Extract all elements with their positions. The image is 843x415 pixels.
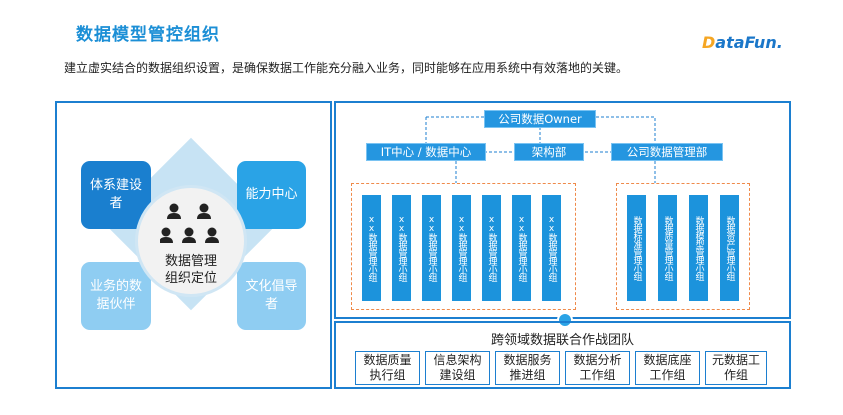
mgmt-group-column: 数据资产管理小组 bbox=[720, 195, 739, 301]
mgmt-group-column: 数据质量管理小组 bbox=[658, 195, 677, 301]
it-group-column: xx数据管理小组 bbox=[452, 195, 471, 301]
team-group-label: 元数据工作组 bbox=[711, 353, 760, 382]
center-label: 数据管理 组织定位 bbox=[150, 253, 232, 287]
owner-box: 公司数据Owner bbox=[484, 110, 596, 128]
team-group-label: 数据服务推进组 bbox=[503, 353, 552, 382]
dept-it-center: IT中心 / 数据中心 bbox=[366, 143, 486, 161]
joint-team-panel bbox=[334, 321, 791, 389]
mgmt-group-column: 数据模型管理小组 bbox=[689, 195, 708, 301]
it-groups-row: xx数据管理小组 xx数据管理小组 xx数据管理小组 xx数据管理小组 xx数据… bbox=[362, 195, 570, 301]
it-group-column: xx数据管理小组 bbox=[512, 195, 531, 301]
team-group-label: 信息架构建设组 bbox=[433, 353, 482, 382]
quadrant-culture-advocate: 文化倡导者 bbox=[237, 262, 306, 330]
team-group-box: 数据分析工作组 bbox=[565, 351, 630, 385]
people-icon bbox=[160, 203, 219, 243]
team-group-box: 数据底座工作组 bbox=[635, 351, 700, 385]
it-groups-container bbox=[351, 183, 576, 310]
center-label-line2: 组织定位 bbox=[164, 271, 217, 286]
owner-label: 公司数据Owner bbox=[498, 112, 582, 126]
team-title: 跨领域数据联合作战团队 bbox=[490, 333, 634, 348]
quadrant-business-partner: 业务的数据伙伴 bbox=[81, 262, 151, 330]
it-group-column: xx数据管理小组 bbox=[422, 195, 441, 301]
team-group-label: 数据分析工作组 bbox=[573, 353, 622, 382]
connector-dot bbox=[557, 312, 573, 328]
datafun-logo: DataFun. bbox=[702, 33, 783, 52]
quadrant-label: 文化倡导者 bbox=[245, 279, 298, 312]
dept-label: IT中心 / 数据中心 bbox=[380, 145, 472, 159]
center-label-line1: 数据管理 bbox=[164, 254, 217, 269]
page-title: 数据模型管控组织 bbox=[76, 25, 220, 45]
logo-d-letter: D bbox=[702, 33, 716, 52]
team-group-label: 数据质量执行组 bbox=[363, 353, 412, 382]
team-group-box: 信息架构建设组 bbox=[425, 351, 490, 385]
dept-data-management: 公司数据管理部 bbox=[611, 143, 723, 161]
mgmt-groups-container bbox=[616, 183, 750, 310]
dept-label: 架构部 bbox=[531, 145, 567, 159]
team-group-label: 数据底座工作组 bbox=[643, 353, 692, 382]
team-group-box: 数据质量执行组 bbox=[355, 351, 420, 385]
dept-label: 公司数据管理部 bbox=[626, 145, 708, 159]
quadrant-label: 业务的数据伙伴 bbox=[89, 279, 142, 312]
dept-architecture: 架构部 bbox=[514, 143, 584, 161]
team-group-box: 元数据工作组 bbox=[705, 351, 767, 385]
logo-text: ataFun. bbox=[715, 33, 783, 52]
org-positioning-panel bbox=[55, 101, 332, 389]
quadrant-label: 体系建设者 bbox=[89, 178, 142, 211]
quadrant-label: 能力中心 bbox=[245, 187, 298, 202]
it-group-column: xx数据管理小组 bbox=[362, 195, 381, 301]
team-group-box: 数据服务推进组 bbox=[495, 351, 560, 385]
description-text: 建立虚实结合的数据组织设置，是确保数据工作能充分融入业务，同时能够在应用系统中有… bbox=[64, 61, 629, 75]
quadrant-capability-center: 能力中心 bbox=[237, 161, 306, 229]
it-group-column: xx数据管理小组 bbox=[482, 195, 501, 301]
it-group-column: xx数据管理小组 bbox=[542, 195, 561, 301]
mgmt-group-column: 数据标准管理小组 bbox=[627, 195, 646, 301]
it-group-column: xx数据管理小组 bbox=[392, 195, 411, 301]
mgmt-groups-row: 数据标准管理小组 数据质量管理小组 数据模型管理小组 数据资产管理小组 bbox=[627, 195, 743, 301]
